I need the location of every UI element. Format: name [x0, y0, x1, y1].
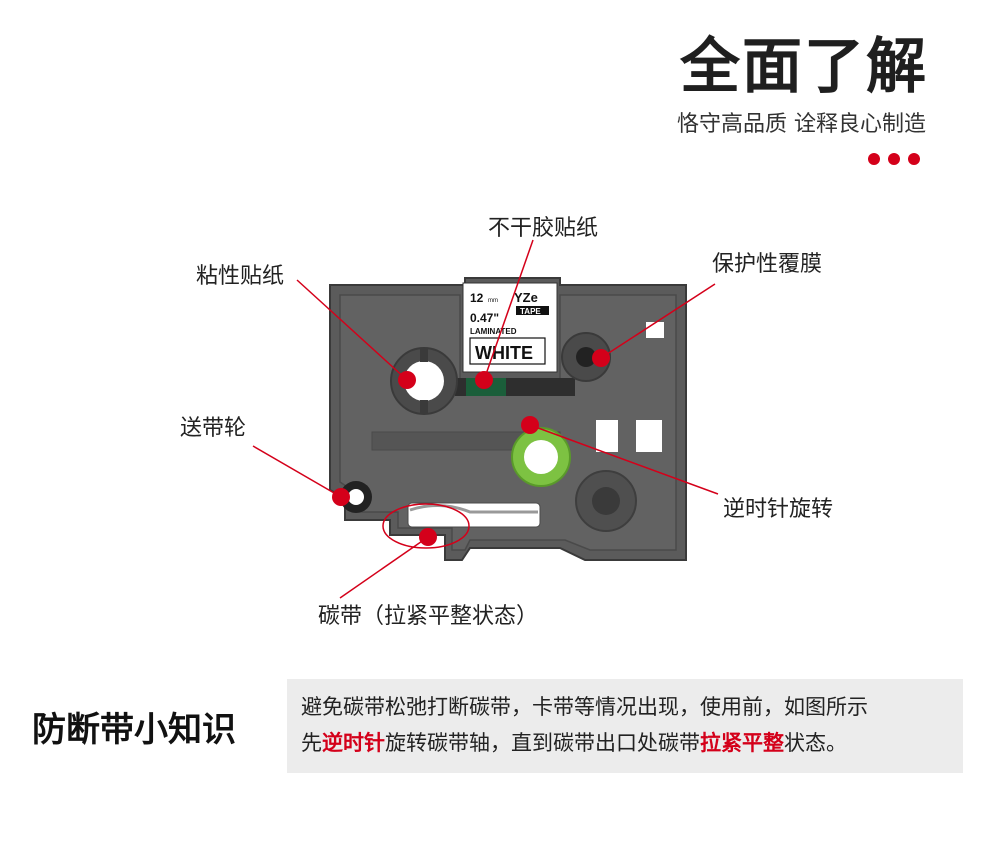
color-label: WHITE — [475, 343, 533, 363]
line-counterclockwise — [529, 424, 719, 495]
tape-unit: mm — [488, 298, 498, 304]
callout-markers — [332, 349, 610, 546]
label-feed-wheel: 送带轮 — [180, 416, 247, 441]
brand-tape: TAPE — [520, 307, 541, 316]
tip-highlight-taut: 拉紧平整 — [700, 731, 784, 755]
page-title: 全面了解 — [680, 32, 928, 102]
label-ribbon: 碳带（拉紧平整状态） — [318, 604, 539, 629]
tape-label: 12 mm YZe TAPE 0.47" LAMINATED WHITE — [462, 282, 558, 373]
line-protective-film — [600, 283, 716, 359]
marker-non-adhesive — [475, 371, 493, 389]
marker-feed-wheel — [332, 488, 350, 506]
page-subtitle: 恪守高品质 诠释良心制造 — [677, 112, 926, 137]
tip-line-2: 先逆时针旋转碳带轴，直到碳带出口处碳带拉紧平整状态。 — [301, 725, 949, 761]
decorative-dots — [868, 153, 920, 165]
tip-title: 防断带小知识 — [32, 710, 236, 750]
dot-icon — [908, 153, 920, 165]
tip-highlight-counterclockwise: 逆时针 — [322, 731, 385, 755]
marker-adhesive-sticker — [398, 371, 416, 389]
tip-text: 旋转碳带轴，直到碳带出口处碳带 — [385, 731, 700, 755]
label-protective-film: 保护性覆膜 — [712, 252, 823, 277]
label-non-adhesive: 不干胶贴纸 — [488, 216, 599, 241]
line-adhesive-sticker — [296, 279, 408, 381]
line-non-adhesive — [483, 239, 534, 381]
tip-box: 避免碳带松弛打断碳带，卡带等情况出现，使用前，如图所示 先逆时针旋转碳带轴，直到… — [287, 679, 963, 773]
line-ribbon — [339, 536, 429, 599]
tip-line-1: 避免碳带松弛打断碳带，卡带等情况出现，使用前，如图所示 — [301, 695, 868, 719]
label-adhesive-sticker: 粘性贴纸 — [196, 264, 285, 289]
laminated-text: LAMINATED — [470, 327, 517, 336]
ribbon-highlight-ring — [382, 503, 470, 549]
tip-text: 状态。 — [784, 731, 847, 755]
callout-lines — [252, 239, 719, 599]
line-feed-wheel — [252, 445, 342, 498]
tip-text: 先 — [301, 731, 322, 755]
tape-size-in: 0.47" — [470, 311, 499, 325]
brand-yze: YZe — [514, 290, 538, 305]
label-counterclockwise: 逆时针旋转 — [723, 497, 834, 522]
tape-size-mm: 12 — [470, 291, 484, 305]
marker-counterclockwise — [521, 416, 539, 434]
marker-ribbon — [419, 528, 437, 546]
marker-protective-film — [592, 349, 610, 367]
tape-cartridge — [329, 277, 687, 561]
dot-icon — [868, 153, 880, 165]
dot-icon — [888, 153, 900, 165]
